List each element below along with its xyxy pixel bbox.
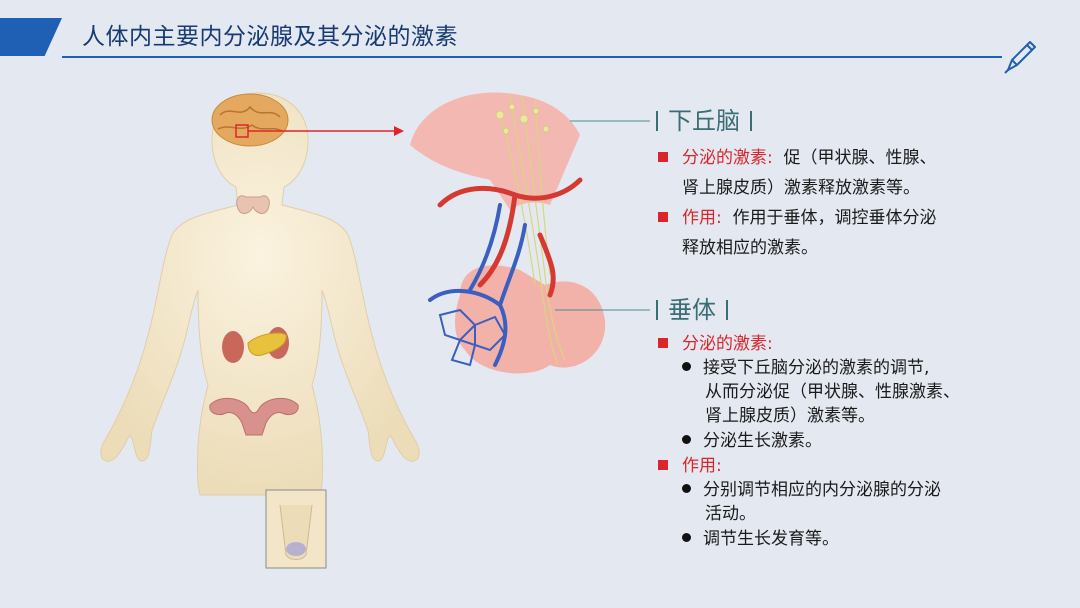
title-accent-tab bbox=[0, 18, 62, 56]
square-bullet-icon bbox=[658, 460, 668, 470]
pen-icon bbox=[1004, 41, 1036, 74]
human-body-figure bbox=[100, 92, 420, 569]
pituitary-hormone-item-1-line-2: 从而分泌促（甲状腺、性腺激素、 bbox=[705, 382, 960, 402]
function-text: 作用于垂体，调控垂体分泌 bbox=[732, 208, 937, 228]
page-title: 人体内主要内分泌腺及其分泌的激素 bbox=[82, 24, 458, 50]
hypothalamus-function-line-2: 释放相应的激素。 bbox=[682, 238, 818, 258]
pituitary-function-item-1: 分别调节相应的内分泌腺的分泌 bbox=[682, 478, 941, 502]
hormone-label: 分泌的激素: bbox=[682, 148, 773, 168]
hormone-text: 促（甲状腺、性腺、 bbox=[783, 148, 937, 168]
pituitary-hormone-item-2: 分泌生长激素。 bbox=[682, 429, 822, 453]
square-bullet-icon bbox=[658, 152, 668, 162]
kidney-left bbox=[222, 331, 244, 363]
title-underline bbox=[62, 56, 1002, 58]
function-label: 作用: bbox=[682, 456, 722, 476]
thyroid-gland bbox=[236, 195, 270, 214]
hormone-label: 分泌的激素: bbox=[682, 334, 773, 354]
pituitary-hormone-label-line: 分泌的激素: bbox=[658, 332, 773, 356]
pituitary-function-item-1-line-2: 活动。 bbox=[705, 504, 756, 524]
pituitary-function-item-2: 调节生长发育等。 bbox=[682, 527, 839, 551]
pancreas bbox=[247, 332, 287, 356]
square-bullet-icon bbox=[658, 338, 668, 348]
pituitary-hormone-item-1: 接受下丘脑分泌的激素的调节, bbox=[682, 356, 929, 380]
dot-bullet-icon bbox=[682, 484, 691, 493]
dot-bullet-icon bbox=[682, 362, 691, 371]
square-bullet-icon bbox=[658, 212, 668, 222]
body-silhouette bbox=[100, 92, 420, 496]
title-bar: 人体内主要内分泌腺及其分泌的激素 bbox=[0, 18, 1080, 74]
dot-bullet-icon bbox=[682, 435, 691, 444]
hypothalamus-function-line: 作用: 作用于垂体，调控垂体分泌 bbox=[658, 206, 937, 230]
hypothalamus-tissue bbox=[410, 92, 580, 210]
hypothalamus-hormone-line: 分泌的激素: 促（甲状腺、性腺、 bbox=[658, 146, 937, 170]
brain bbox=[211, 93, 289, 147]
pituitary-hormone-item-1-line-3: 肾上腺皮质）激素等。 bbox=[705, 406, 875, 426]
hypothalamus-heading: 下丘脑 bbox=[656, 106, 752, 136]
dot-bullet-icon bbox=[682, 533, 691, 542]
testes bbox=[286, 542, 306, 556]
pituitary-heading: 垂体 bbox=[656, 295, 728, 325]
ovaries-uterus bbox=[209, 398, 299, 436]
pituitary-diagram bbox=[410, 92, 606, 374]
pituitary-lobe bbox=[455, 265, 606, 374]
hypothalamus-hormone-line-2: 肾上腺皮质）激素释放激素等。 bbox=[682, 178, 920, 198]
function-label: 作用: bbox=[682, 208, 722, 228]
pituitary-function-label-line: 作用: bbox=[658, 454, 722, 478]
